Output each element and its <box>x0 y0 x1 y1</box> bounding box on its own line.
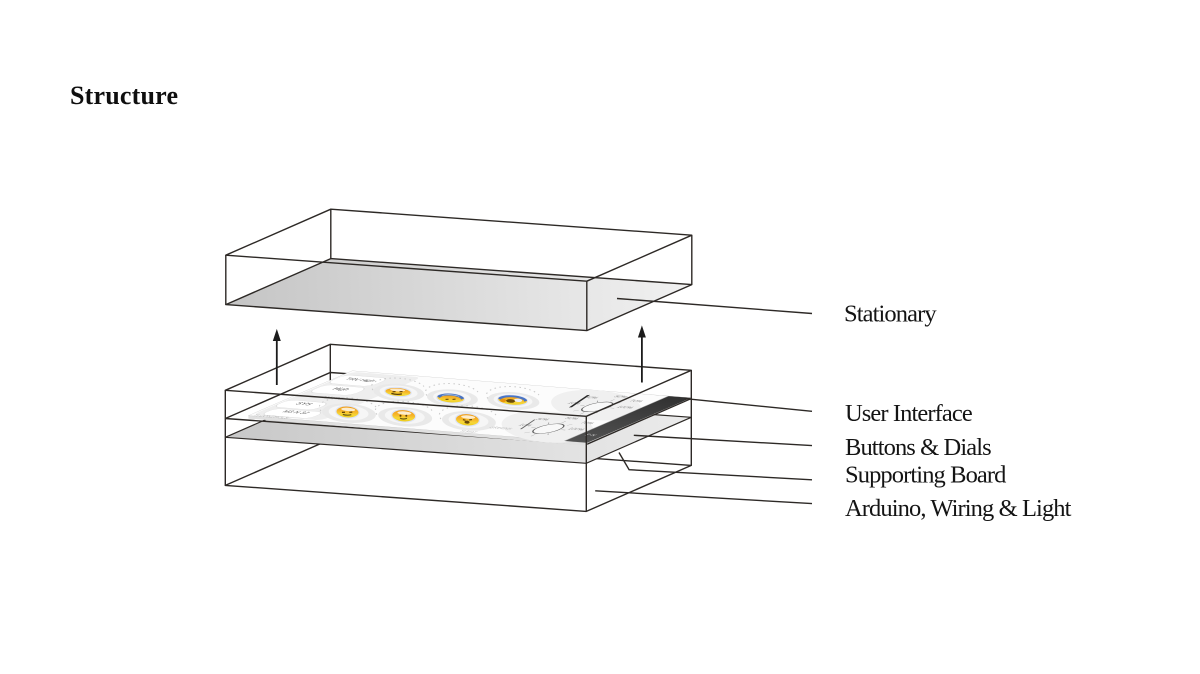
svg-text:P N: P N <box>582 433 598 437</box>
svg-text:User Interface: User Interface <box>845 400 973 427</box>
svg-text:Structure: Structure <box>70 81 178 110</box>
svg-text:TRV High: TRV High <box>343 378 378 383</box>
svg-text:Arduino, Wiring & Light: Arduino, Wiring & Light <box>845 495 1072 522</box>
svg-text:TI CONTROLS: TI CONTROLS <box>250 414 290 419</box>
svg-text:50%: 50% <box>611 395 630 399</box>
svg-text:GREENS: GREENS <box>486 426 514 430</box>
svg-text:30%: 30% <box>582 396 601 400</box>
svg-text:High: High <box>330 387 353 392</box>
svg-text:TI MAT: TI MAT <box>457 430 480 434</box>
svg-text:10%: 10% <box>516 423 535 427</box>
svg-text:70%: 70% <box>578 421 597 425</box>
svg-text:100%: 100% <box>565 427 587 431</box>
svg-text:10%: 10% <box>565 401 584 405</box>
svg-text:SYS: SYS <box>293 401 316 406</box>
svg-text:30%: 30% <box>533 418 552 422</box>
svg-text:Stationary: Stationary <box>844 301 937 328</box>
svg-text:Supporting Board: Supporting Board <box>845 462 1006 489</box>
svg-text:100%: 100% <box>614 405 636 409</box>
svg-text:70%: 70% <box>627 399 646 403</box>
svg-text:50%: 50% <box>562 417 581 421</box>
svg-text:Buttons & Dials: Buttons & Dials <box>845 434 991 461</box>
svg-text:M3 N 32: M3 N 32 <box>280 410 311 415</box>
